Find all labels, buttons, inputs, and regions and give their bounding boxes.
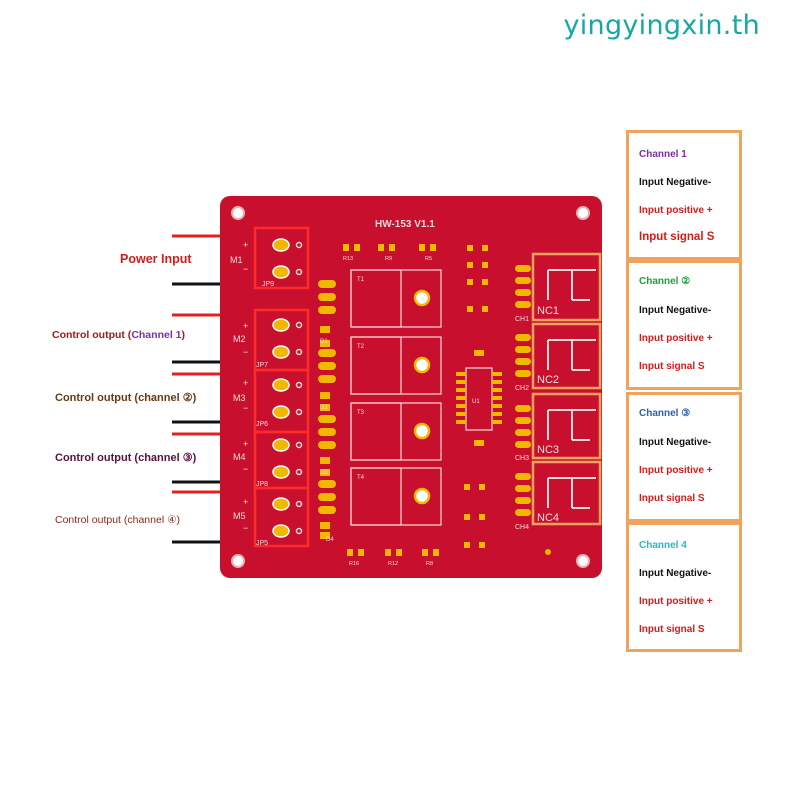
svg-text:T2: T2: [357, 344, 365, 350]
svg-text:T1: T1: [357, 277, 365, 283]
module-label-m2: M2: [233, 334, 246, 344]
svg-text:R16: R16: [349, 561, 359, 567]
jp-label-3: JP6: [256, 421, 268, 428]
svg-text:R12: R12: [388, 561, 398, 567]
terminal-blocks: [253, 226, 310, 548]
jp-label-5: JP5: [256, 540, 268, 547]
jp-label-1: JP9: [262, 281, 274, 288]
input-positive-label: Input positive +: [639, 596, 713, 607]
svg-text:D2: D2: [320, 405, 328, 411]
svg-text:+: +: [243, 439, 248, 449]
control-output-ch4-label: Control output (channel ④): [55, 514, 180, 526]
svg-text:NC1: NC1: [537, 305, 559, 317]
channel-title: Channel 4: [639, 540, 687, 551]
polarity-marks: + − + − + − + − + −: [243, 240, 248, 533]
svg-text:+: +: [243, 321, 248, 331]
svg-text:R13: R13: [343, 256, 353, 262]
input-signal-label: Input signal S: [639, 231, 715, 243]
input-negative-label: Input Negative-: [639, 437, 712, 448]
channel-title: Channel ②: [639, 276, 691, 287]
svg-text:T4: T4: [357, 475, 365, 481]
module-label-m3: M3: [233, 393, 246, 403]
svg-text:R8: R8: [426, 561, 433, 567]
control-output-ch2-label: Control output (channel ②): [55, 392, 197, 404]
input-positive-label: Input positive +: [639, 333, 713, 344]
svg-text:CH2: CH2: [515, 385, 529, 392]
power-input-label: Power Input: [120, 252, 192, 266]
heatsink-holes: [413, 289, 431, 505]
diode-labels: D1 D2 D3 D4: [320, 339, 334, 543]
svg-text:U1: U1: [472, 399, 480, 405]
input-negative-label: Input Negative-: [639, 177, 712, 188]
module-label-m1: M1: [230, 255, 243, 265]
input-signal-label: Input signal S: [639, 624, 705, 635]
transistor-pads: [318, 280, 336, 514]
status-led: [545, 549, 551, 555]
svg-text:+: +: [243, 378, 248, 388]
jp-labels: JP9 JP7 JP6 JP8 JP5: [256, 281, 274, 547]
input-negative-label: Input Negative-: [639, 568, 712, 579]
resistor-labels: R13 R9 R5 R16 R12 R8: [343, 256, 433, 567]
svg-text:D3: D3: [320, 470, 328, 476]
svg-text:R5: R5: [425, 256, 432, 262]
terminal-pads: [272, 238, 290, 538]
control-output-ch1-label: Control output (Channel 1): [52, 329, 185, 341]
channel-box-3: Channel ③ Input Negative- Input positive…: [626, 392, 742, 522]
channel-box-4: Channel 4 Input Negative- Input positive…: [626, 522, 742, 652]
input-positive-label: Input positive +: [639, 205, 713, 216]
svg-text:R9: R9: [385, 256, 392, 262]
svg-text:NC3: NC3: [537, 444, 559, 456]
channel-title: Channel ③: [639, 408, 691, 419]
transistors: [350, 269, 442, 526]
control-output-ch3-label: Control output (channel ③): [55, 452, 197, 464]
svg-text:CH4: CH4: [515, 524, 529, 531]
svg-text:D4: D4: [326, 537, 334, 543]
svg-text:−: −: [243, 347, 248, 357]
module-label-m5: M5: [233, 511, 246, 521]
diode-pads: [320, 326, 330, 539]
relay-boxes: [531, 252, 602, 526]
mounting-holes: [231, 206, 590, 568]
board-title: HW-153 V1.1: [375, 219, 435, 230]
svg-text:+: +: [243, 497, 248, 507]
smd-resistors: [343, 244, 488, 556]
svg-text:CH3: CH3: [515, 455, 529, 462]
svg-text:T3: T3: [357, 410, 365, 416]
terminal-vias: [295, 241, 303, 535]
svg-text:CH1: CH1: [515, 316, 529, 323]
pcb-board: [220, 196, 602, 578]
input-signal-label: Input signal S: [639, 361, 705, 372]
channel-box-1: Channel 1 Input Negative- Input positive…: [626, 130, 742, 260]
svg-text:+: +: [243, 240, 248, 250]
transistor-labels: T1 T2 T3 T4: [357, 277, 365, 481]
svg-text:−: −: [243, 264, 248, 274]
svg-text:NC4: NC4: [537, 512, 559, 524]
module-labels: M1 M2 M3 M4 M5: [230, 255, 246, 521]
ic-u1: U1: [456, 367, 502, 431]
jp-label-2: JP7: [256, 362, 268, 369]
input-signal-label: Input signal S: [639, 493, 705, 504]
svg-text:−: −: [243, 523, 248, 533]
svg-text:D1: D1: [320, 339, 328, 345]
svg-text:−: −: [243, 464, 248, 474]
svg-text:−: −: [243, 403, 248, 413]
channel-labels: CH1 CH2 CH3 CH4: [515, 316, 529, 531]
watermark: yingyingxin.th: [563, 10, 760, 41]
module-label-m4: M4: [233, 452, 246, 462]
relay-symbols: [547, 269, 596, 509]
channel-title: Channel 1: [639, 149, 687, 160]
input-positive-label: Input positive +: [639, 465, 713, 476]
input-negative-label: Input Negative-: [639, 305, 712, 316]
relay-labels: NC1 NC2 NC3 NC4: [537, 305, 559, 524]
relay-pads: [515, 265, 531, 516]
channel-box-2: Channel ② Input Negative- Input positive…: [626, 260, 742, 390]
jp-label-4: JP8: [256, 481, 268, 488]
svg-text:NC2: NC2: [537, 374, 559, 386]
